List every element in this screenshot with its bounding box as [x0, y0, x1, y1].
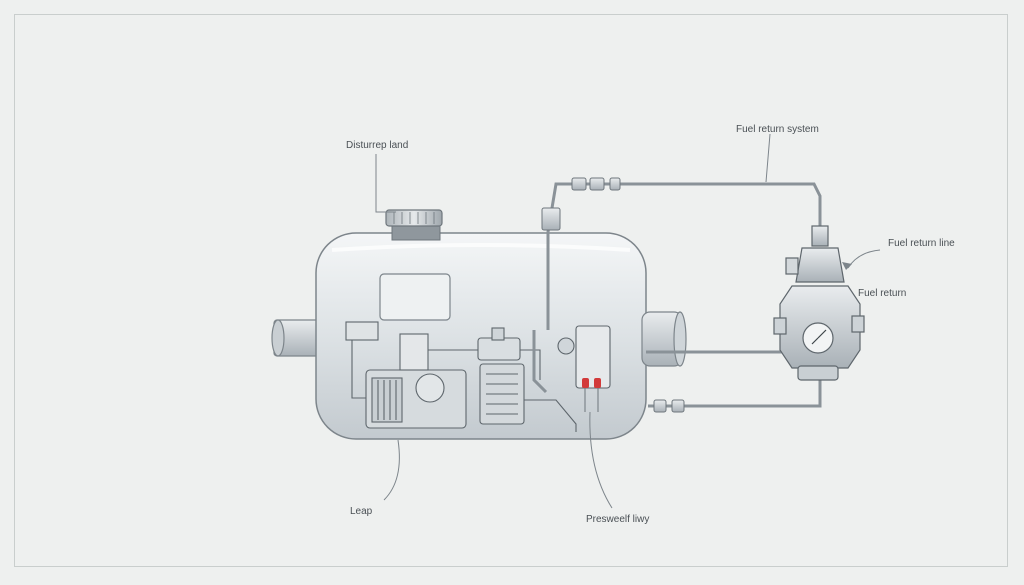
- filler-cap: [385, 209, 443, 241]
- label-disturbance-land: Disturrep land: [346, 140, 409, 151]
- label-pressure-fitting: Presweelf liwy: [586, 514, 650, 525]
- inlet-nozzle: [271, 319, 321, 357]
- pipe-fittings: [541, 177, 685, 413]
- label-fuel-return: Fuel return: [858, 288, 907, 299]
- label-leap: Leap: [350, 506, 373, 517]
- arrow-icon: [842, 262, 852, 270]
- sensor-terminals: [582, 378, 601, 412]
- fuel-return-regulator: [773, 225, 865, 381]
- outlet-canister: [641, 311, 687, 367]
- label-fuel-return-line: Fuel return line: [888, 238, 955, 249]
- diagram-frame: [14, 14, 1008, 567]
- internal-pump-assembly: [345, 321, 611, 432]
- callout-leaders: [375, 133, 881, 509]
- label-fuel-return-system: Fuel return system: [736, 124, 819, 135]
- fuel-return-pipe: [532, 182, 822, 408]
